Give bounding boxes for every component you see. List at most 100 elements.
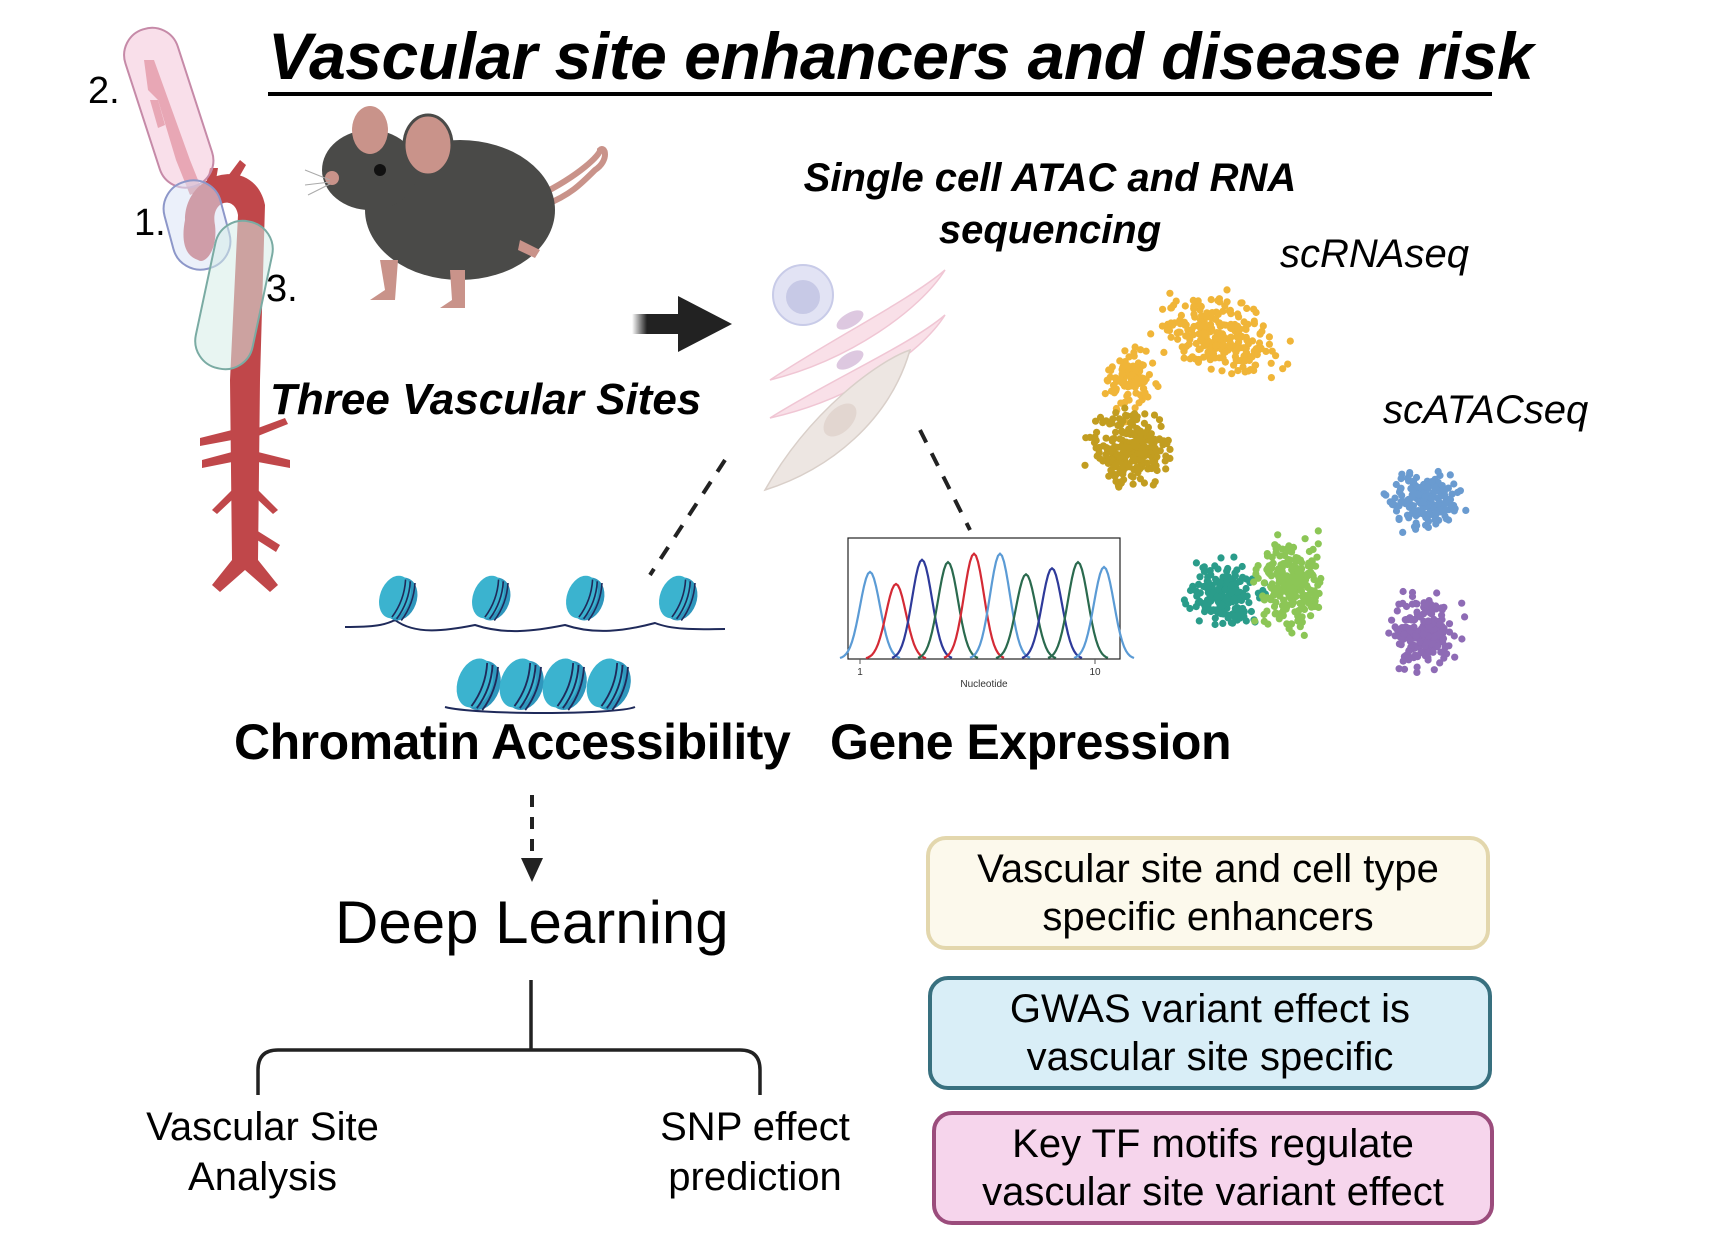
cell-point bbox=[1433, 589, 1441, 597]
cell-point bbox=[1081, 461, 1089, 469]
result-3-line2: vascular site variant effect bbox=[982, 1170, 1444, 1214]
dashed-connector-chromatin bbox=[648, 458, 727, 577]
cell-point bbox=[1155, 416, 1164, 424]
cell-point bbox=[1191, 313, 1199, 321]
cell-point bbox=[1230, 553, 1238, 561]
cell-point bbox=[1207, 296, 1215, 304]
cell-point bbox=[1267, 596, 1275, 604]
cell-point bbox=[1442, 515, 1450, 523]
cell-point bbox=[1166, 289, 1174, 297]
cell-point bbox=[1120, 476, 1128, 484]
cell-point bbox=[1241, 357, 1249, 365]
cell-point bbox=[1117, 452, 1125, 460]
cell-point bbox=[1177, 311, 1185, 319]
cell-point bbox=[1274, 531, 1282, 539]
cell-point bbox=[1142, 347, 1150, 355]
mouse-whiskers bbox=[304, 169, 331, 196]
cell-point bbox=[1196, 597, 1204, 605]
cell-point bbox=[1448, 490, 1456, 498]
mouse-leg-back bbox=[440, 270, 465, 308]
cell-point bbox=[1106, 418, 1114, 426]
cell-point bbox=[1275, 573, 1283, 581]
cell-point bbox=[1200, 563, 1208, 571]
aorta-branch-left-3 bbox=[212, 490, 234, 514]
cell-point bbox=[1437, 648, 1445, 656]
cell-point bbox=[1267, 374, 1275, 382]
cell-point bbox=[1442, 506, 1450, 514]
cell-point bbox=[1231, 569, 1239, 577]
cell-point bbox=[1125, 353, 1133, 361]
cell-point bbox=[1201, 606, 1209, 614]
cell-point bbox=[1445, 620, 1454, 628]
cell-point bbox=[1250, 305, 1258, 313]
sequencing-title-line2: sequencing bbox=[938, 208, 1162, 252]
cell-point bbox=[1236, 577, 1244, 585]
cell-point bbox=[1186, 335, 1194, 343]
cell-point bbox=[1419, 498, 1427, 506]
cell-point bbox=[1112, 409, 1120, 417]
cell-point bbox=[1130, 410, 1139, 418]
cell-point bbox=[1140, 419, 1148, 427]
cell-point bbox=[1247, 366, 1255, 374]
cell-point bbox=[1162, 465, 1170, 473]
mouse-illustration bbox=[304, 106, 608, 308]
tick-label-end: 10 bbox=[1089, 667, 1101, 678]
cell-point bbox=[1140, 378, 1148, 386]
descending-aorta bbox=[212, 380, 278, 592]
site-3-highlight bbox=[194, 219, 274, 371]
atac-cluster-blue bbox=[1380, 467, 1470, 536]
cell-point bbox=[1271, 589, 1280, 597]
cell-point bbox=[1188, 353, 1196, 361]
cell-point bbox=[1152, 380, 1160, 388]
cell-point bbox=[1434, 467, 1442, 476]
cell-point bbox=[1119, 470, 1127, 478]
cell-point bbox=[1285, 625, 1293, 633]
smooth-muscle-cell-1 bbox=[769, 269, 946, 381]
cell-point bbox=[1200, 353, 1208, 361]
nucleosome bbox=[586, 658, 631, 711]
cell-point bbox=[1115, 483, 1123, 491]
cell-point bbox=[1285, 579, 1293, 588]
cell-point bbox=[1408, 493, 1416, 501]
cell-1-nucleus bbox=[836, 310, 864, 330]
cell-2-nucleus bbox=[836, 350, 864, 370]
cell-point bbox=[1428, 478, 1436, 486]
cell-point bbox=[1131, 366, 1140, 374]
cell-point bbox=[1114, 421, 1122, 430]
cell-point bbox=[1296, 599, 1304, 607]
cell-point bbox=[1400, 630, 1408, 638]
cell-point bbox=[1247, 607, 1255, 616]
nucleosome bbox=[542, 658, 587, 711]
cell-point bbox=[1410, 623, 1418, 631]
aorta-branch-left-1 bbox=[200, 430, 232, 446]
cell-point bbox=[1424, 617, 1432, 625]
cell-point bbox=[1412, 519, 1420, 527]
cell-point bbox=[1227, 324, 1235, 332]
cell-point bbox=[1127, 472, 1135, 480]
cell-point bbox=[1288, 600, 1296, 609]
cell-point bbox=[1429, 648, 1437, 656]
cell-point bbox=[1298, 618, 1306, 626]
cell-point bbox=[1395, 600, 1403, 608]
cell-point bbox=[1431, 483, 1439, 491]
cell-point bbox=[1408, 600, 1416, 608]
result-1-line2: specific enhancers bbox=[1042, 895, 1374, 939]
cell-point bbox=[1112, 428, 1120, 436]
cell-point bbox=[1151, 435, 1159, 443]
cell-point bbox=[1195, 580, 1203, 588]
scrna-label: scRNAseq bbox=[1280, 232, 1469, 276]
cell-point bbox=[1222, 596, 1230, 604]
rna-cluster-dark bbox=[1081, 404, 1174, 491]
cell-point bbox=[1192, 559, 1200, 567]
cell-point bbox=[1226, 334, 1234, 342]
cell-point bbox=[1268, 347, 1276, 355]
site-label-3: 3. bbox=[266, 268, 298, 310]
cell-point bbox=[1223, 298, 1231, 306]
vascular-sites-caption: Three Vascular Sites bbox=[270, 375, 702, 424]
nucleosome bbox=[379, 575, 418, 622]
cell-point bbox=[1423, 483, 1431, 491]
mouse-leg-front bbox=[370, 260, 398, 300]
cell-point bbox=[1256, 330, 1264, 338]
mouse-ear-front bbox=[402, 113, 454, 177]
cell-point bbox=[1311, 602, 1319, 610]
